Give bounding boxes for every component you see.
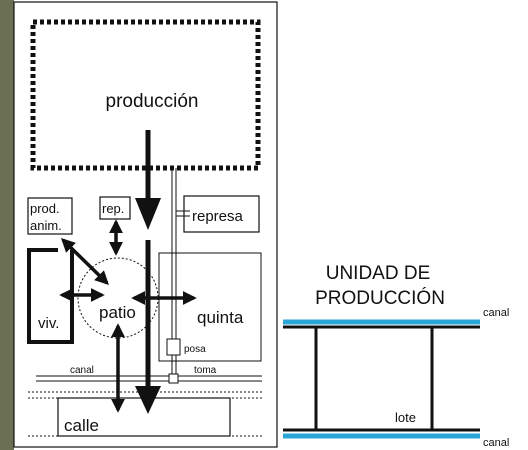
canal-top-label: canal	[483, 307, 509, 319]
represa-label: represa	[192, 208, 244, 225]
patio-label: patio	[99, 303, 136, 322]
quinta-box	[158, 252, 262, 362]
calle-label: calle	[64, 416, 99, 435]
animal-production-label-line1: prod.	[30, 201, 60, 216]
anim-patio-arrow	[60, 238, 110, 285]
rep-box	[99, 196, 131, 220]
toma-label: toma	[194, 365, 217, 376]
rep-label: rep.	[102, 201, 124, 216]
lote-label: lote	[395, 410, 416, 425]
scheme-title-line2: PRODUCCIÓN	[315, 287, 445, 309]
calle-arrow-head	[135, 386, 161, 414]
canal-bottom-label: canal	[483, 437, 509, 449]
canal-label-left: canal	[70, 365, 94, 376]
production-label: producción	[106, 91, 199, 112]
production-arrow-head	[135, 198, 161, 230]
posa-label: posa	[184, 344, 206, 355]
toma-box	[168, 373, 179, 384]
viv-label: viv.	[38, 315, 59, 332]
posa-box	[166, 338, 181, 356]
represa-box	[183, 195, 260, 233]
animal-production-label-line2: anim.	[30, 218, 62, 233]
quinta-label: quinta	[197, 308, 244, 327]
animal-production-box	[27, 197, 73, 235]
background-strip	[0, 0, 14, 450]
scheme-title-line1: UNIDAD DE	[326, 263, 431, 284]
